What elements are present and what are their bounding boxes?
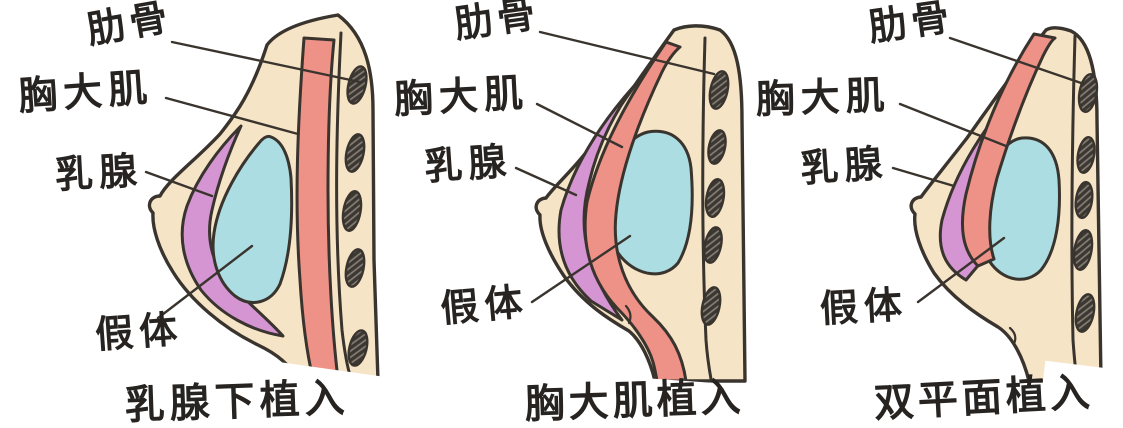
leader-line-gland [144, 170, 214, 198]
rib-shape [708, 70, 730, 110]
leader-line-pectoralis [898, 102, 1008, 148]
rib-shape [703, 226, 723, 264]
leader-lines [891, 36, 1086, 304]
rib-shape [344, 248, 366, 288]
mammary-gland-shape [180, 124, 285, 338]
leader-line-rib [170, 40, 362, 84]
mammary-gland-shape [557, 84, 636, 322]
rib-shape [1074, 293, 1096, 333]
inframammary-fold-mark [1008, 326, 1017, 346]
ribs [700, 70, 730, 326]
panel3-label-implant: 假体 [818, 282, 910, 331]
rib-shape [1072, 229, 1094, 271]
torn-paper-edge [638, 377, 762, 427]
leader-lines [514, 30, 716, 304]
panel3-label-pectoralis: 胸大肌 [754, 73, 892, 123]
panel1-label-gland: 乳腺 [53, 148, 145, 197]
inframammary-fold-mark [624, 304, 632, 325]
leader-line-gland [891, 166, 956, 188]
panel1-label-pectoralis: 胸大肌 [16, 65, 155, 120]
panel1-title: 乳腺下植入 [123, 375, 351, 428]
panel3-title: 双平面植入 [872, 369, 1095, 427]
panel1-label-implant: 假体 [93, 306, 185, 357]
panel-submuscular-drawing [514, 24, 762, 427]
leader-line-implant [916, 236, 1006, 304]
torn-paper-edge [221, 355, 423, 428]
rib-shape [700, 286, 722, 326]
leader-line-rib [948, 36, 1086, 86]
panel2-label-implant: 假体 [438, 279, 531, 331]
leader-line-pectoralis [164, 96, 300, 136]
leader-line-gland [514, 166, 578, 197]
pectoral-muscle-shape [960, 32, 1057, 268]
chest-wall-inner-line [335, 31, 353, 381]
chest-wall-inner-line [1070, 34, 1079, 381]
leader-line-implant [530, 234, 632, 304]
leader-lines [144, 40, 362, 320]
rib-shape [704, 178, 726, 218]
rib-shape [346, 65, 368, 105]
rib-shape [341, 190, 363, 232]
leader-line-rib [538, 30, 716, 76]
rib-shape [1076, 136, 1096, 174]
panel2-label-gland: 乳腺 [422, 138, 514, 189]
panel-dual-plane-drawing [891, 26, 1123, 422]
panel3-label-gland: 乳腺 [798, 140, 890, 191]
leader-line-pectoralis [535, 102, 624, 149]
rib-shape [707, 129, 727, 165]
panel2-title: 胸大肌植入 [523, 374, 746, 428]
ribs [341, 65, 369, 367]
rib-shape [344, 133, 366, 173]
torn-paper-edge [1039, 360, 1123, 422]
rib-shape [1074, 180, 1094, 220]
panel2-label-pectoralis: 胸大肌 [392, 70, 531, 123]
rib-shape [347, 329, 369, 367]
panel-subglandular-drawing [144, 13, 423, 428]
leader-line-implant [156, 244, 254, 320]
chest-wall-inner-line [701, 36, 713, 381]
